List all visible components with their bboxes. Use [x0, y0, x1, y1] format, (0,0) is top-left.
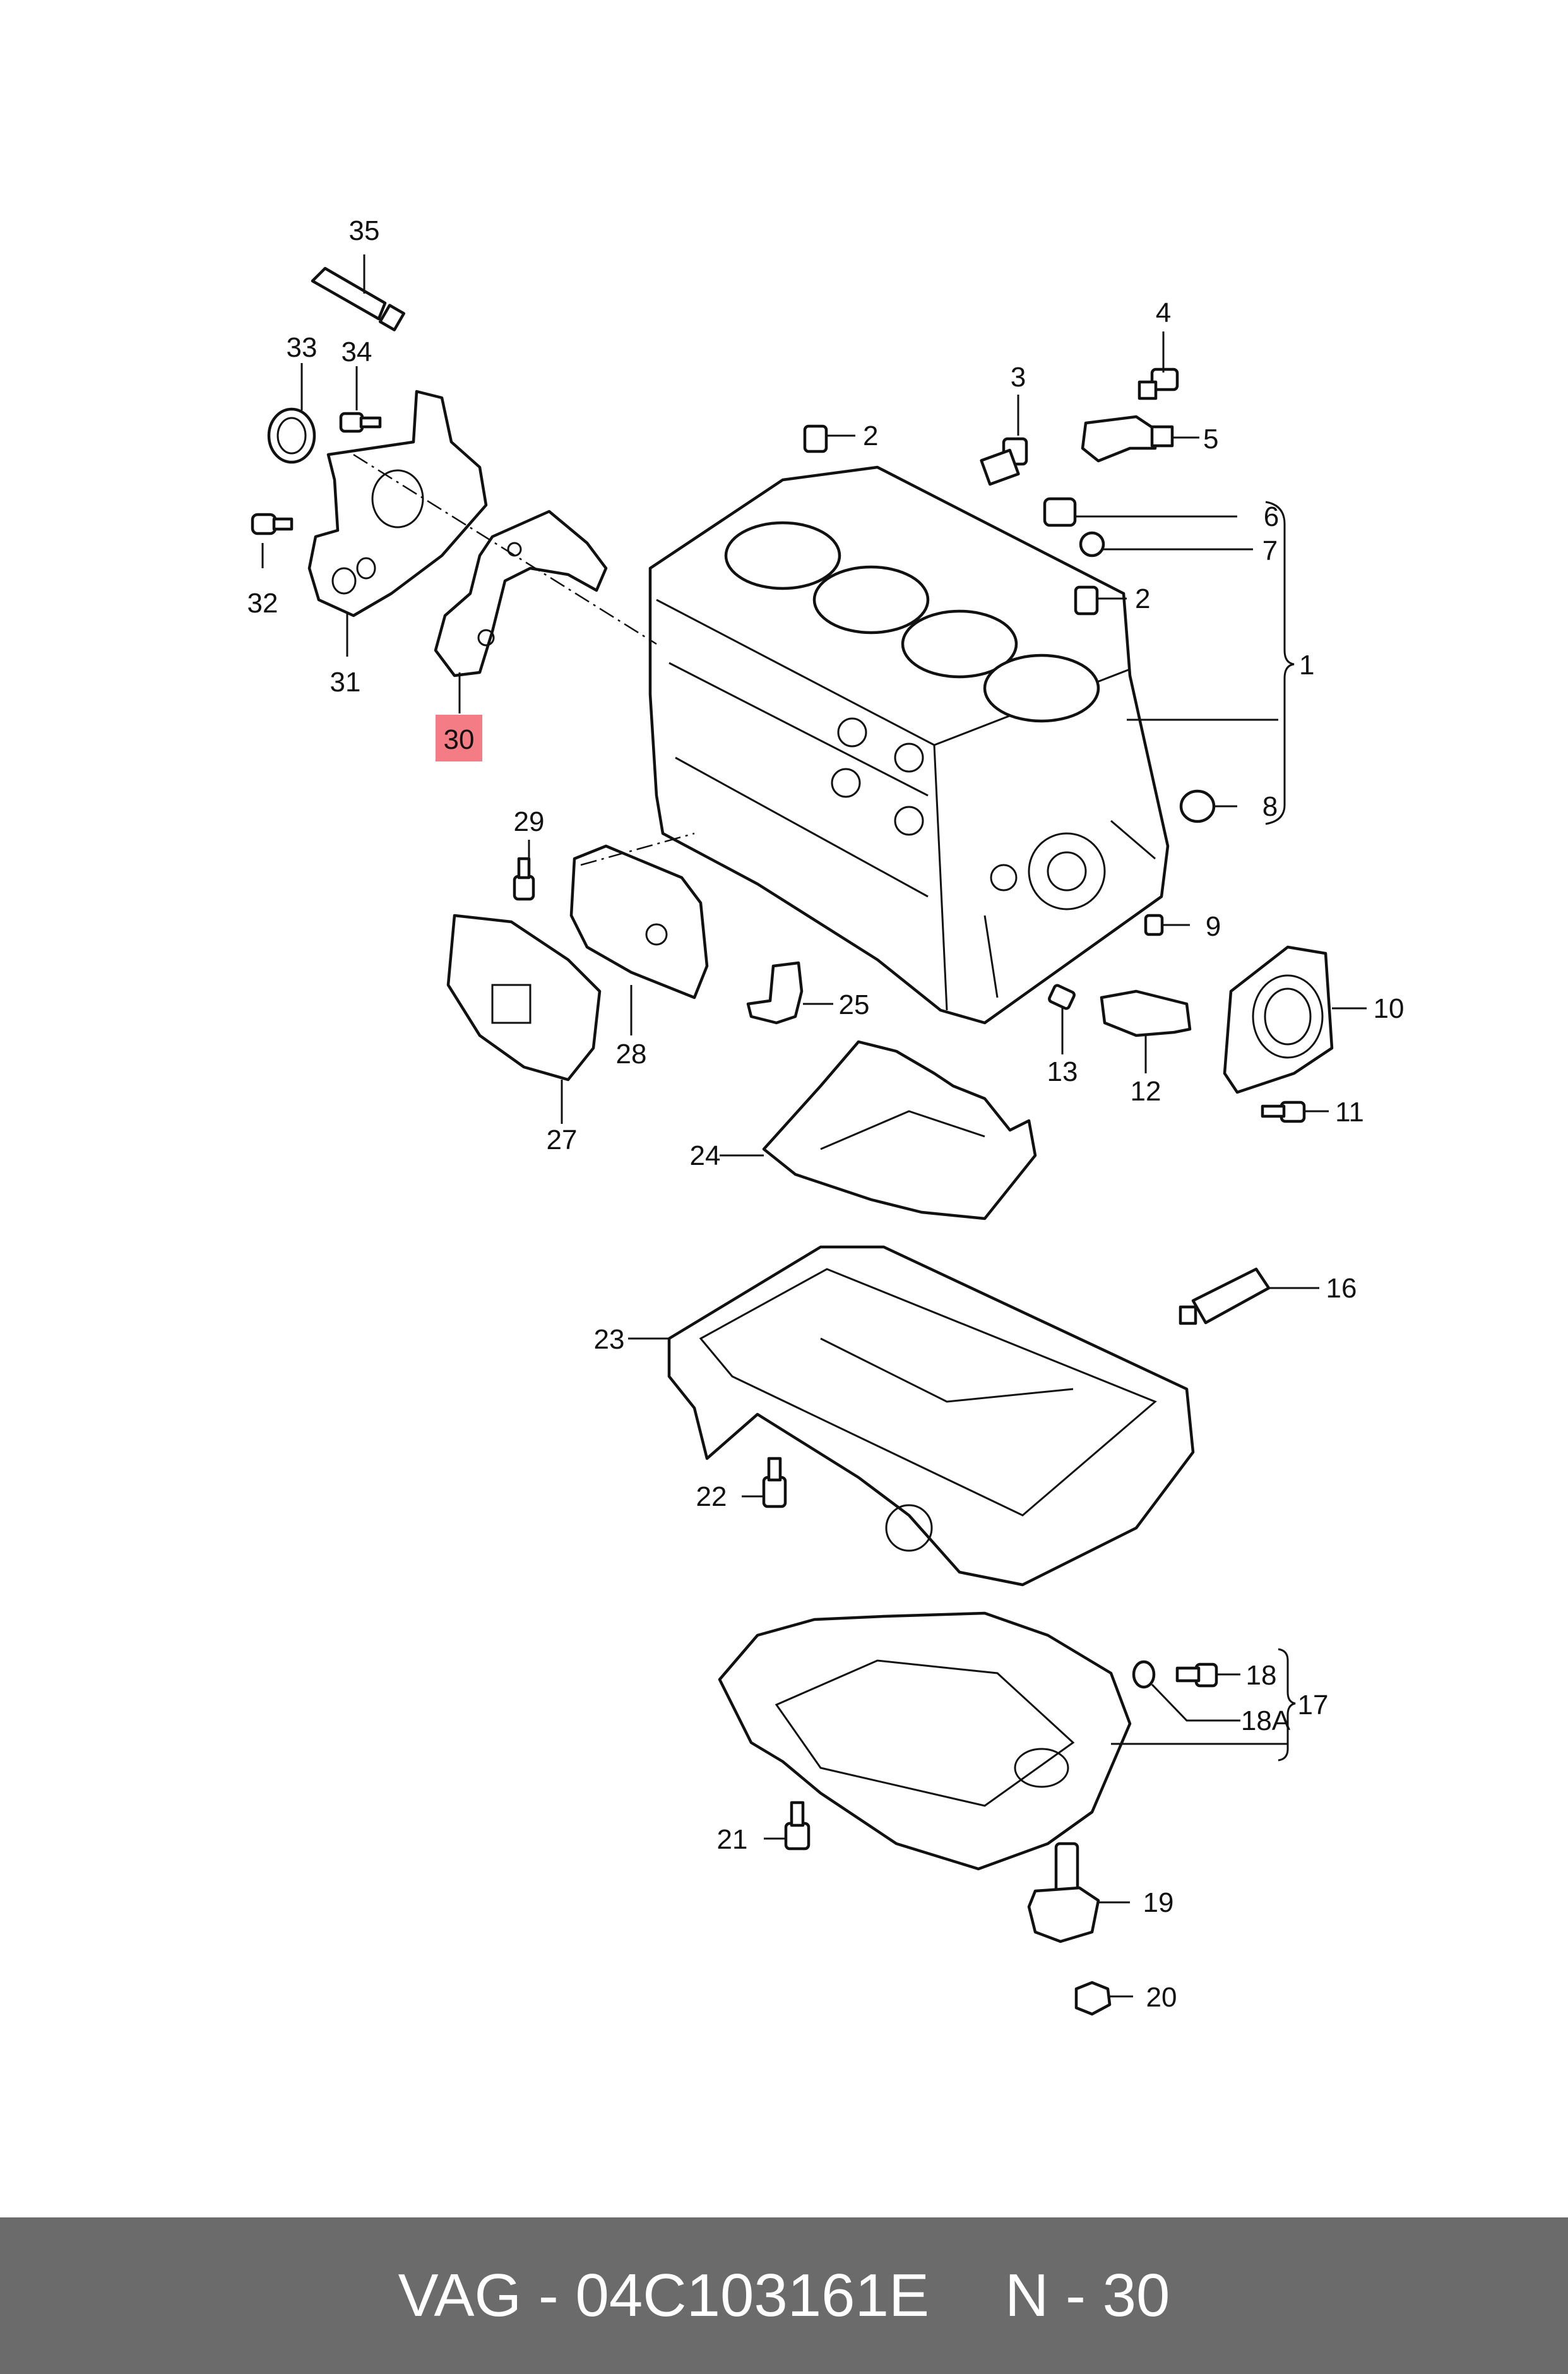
bolt-11 [1261, 1101, 1306, 1123]
dowel-2-top [803, 424, 828, 453]
footer-bar: VAG - 04C103161E N - 30 [0, 2217, 1568, 2374]
engine-block [648, 465, 1170, 1025]
callout-5: 5 [1203, 424, 1218, 455]
cover-28 [569, 844, 709, 999]
callout-8: 8 [1262, 791, 1278, 822]
bolt-32 [251, 513, 294, 535]
callout-23: 23 [594, 1324, 625, 1355]
callout-28: 28 [616, 1039, 647, 1070]
callout-21: 21 [717, 1824, 748, 1855]
callout-35: 35 [349, 215, 380, 246]
callout-16: 16 [1326, 1273, 1357, 1304]
callout-27: 27 [547, 1124, 578, 1155]
callout-30: 30 [444, 724, 475, 755]
sensor-12 [1100, 989, 1192, 1037]
seal-18A [1132, 1660, 1156, 1689]
callout-13: 13 [1047, 1056, 1078, 1087]
baffle-24 [762, 1040, 1037, 1220]
plug-6 [1043, 497, 1077, 527]
callout-19: 19 [1143, 1887, 1174, 1918]
oil-level-sensor-19 [1027, 1842, 1100, 1943]
seal-flange-10 [1223, 945, 1334, 1094]
callout-2-mid: 2 [1135, 583, 1150, 614]
callout-18A: 18A [1241, 1705, 1291, 1736]
oil-pan-lower-17 [718, 1611, 1132, 1871]
callout-9: 9 [1206, 911, 1221, 942]
bolt-29 [513, 857, 535, 901]
highlight-box-30 [436, 715, 482, 761]
dowel-9 [1144, 914, 1164, 936]
callout-17: 17 [1298, 1690, 1329, 1721]
gasket-30 [434, 510, 608, 677]
callout-3: 3 [1011, 362, 1026, 393]
callout-6: 6 [1264, 501, 1279, 532]
tube-sealant-16 [1179, 1267, 1271, 1325]
callout-11: 11 [1335, 1097, 1364, 1128]
oil-pan-upper-23 [667, 1245, 1195, 1587]
alignment-line-front [580, 832, 695, 866]
callout-7: 7 [1262, 535, 1278, 566]
dowel-2-mid [1074, 585, 1099, 616]
callout-29: 29 [514, 806, 545, 837]
sleeve-13 [1048, 984, 1076, 1010]
plug-8 [1179, 789, 1216, 823]
bolt-18 [1175, 1662, 1218, 1688]
callout-22: 22 [696, 1481, 727, 1512]
callout-18: 18 [1246, 1660, 1277, 1691]
callout-2-top: 2 [863, 421, 878, 451]
sensor-25 [746, 961, 804, 1025]
callout-34: 34 [342, 337, 372, 367]
callout-25: 25 [839, 989, 870, 1020]
bolt-22 [762, 1457, 787, 1508]
bolt-4 [1137, 367, 1179, 400]
bolt-34 [339, 412, 382, 433]
bolt-21 [784, 1801, 811, 1851]
leader-lines [261, 254, 1367, 1998]
callout-32: 32 [247, 588, 278, 619]
footer-part-number: VAG - 04C103161E [398, 2262, 929, 2329]
callout-labels: 35 33 34 32 31 30 4 3 2 5 6 7 2 1 8 29 9… [247, 215, 1405, 2013]
cover-27 [446, 914, 602, 1082]
exploded-parts-diagram: 35 33 34 32 31 30 4 3 2 5 6 7 2 1 8 29 9… [247, 215, 1405, 2016]
callout-31: 31 [330, 667, 361, 698]
seal-20 [1074, 1981, 1112, 2016]
callout-20: 20 [1146, 1982, 1177, 2013]
tube-sealant-35 [311, 266, 406, 331]
footer-position: N - 30 [1004, 2262, 1170, 2329]
callout-12: 12 [1131, 1076, 1161, 1107]
callout-1: 1 [1299, 650, 1314, 681]
callout-4: 4 [1156, 297, 1171, 328]
callout-10: 10 [1374, 993, 1405, 1024]
cover-31 [307, 390, 488, 617]
seal-ring-33 [267, 407, 316, 464]
callout-24: 24 [690, 1140, 721, 1171]
sensor-5 [1081, 415, 1174, 463]
bolt-3 [980, 437, 1028, 486]
callout-33: 33 [287, 332, 318, 363]
alignment-line-cover [353, 453, 657, 645]
plug-7 [1079, 531, 1105, 558]
